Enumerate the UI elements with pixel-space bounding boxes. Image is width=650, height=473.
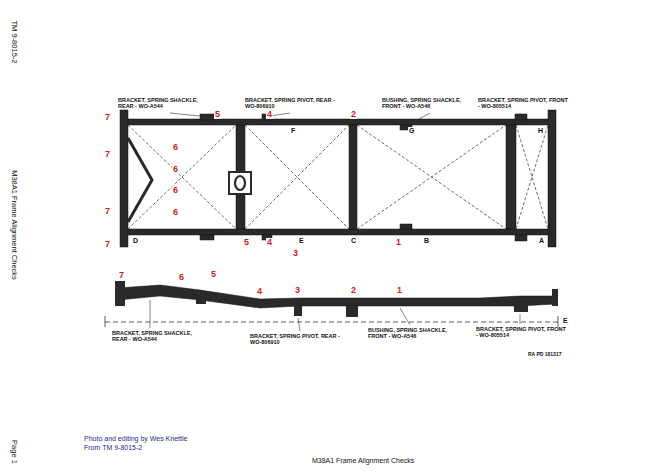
drawing-code: RA PD 181317	[528, 352, 561, 357]
frame-member	[200, 114, 214, 120]
dashed-diagonal	[516, 125, 548, 229]
callout-number: 3	[294, 286, 301, 295]
credit-note: Photo and editing by Wes Knettle	[84, 435, 187, 443]
frame-member	[515, 235, 527, 241]
frame-member	[515, 114, 527, 120]
callout-number: 7	[104, 207, 111, 216]
dashed-diagonal	[357, 125, 506, 229]
callout-number: 5	[214, 110, 221, 119]
part-label: BRACKET, SPRING PIVOT, FRONT - WO-805514	[478, 97, 568, 110]
side-bracket	[514, 300, 528, 312]
station-letter: G	[408, 127, 415, 134]
callout-number: 2	[350, 110, 357, 119]
callout-number: 7	[104, 150, 111, 159]
frame-side-view	[118, 285, 556, 308]
leader-line	[400, 308, 410, 325]
callout-number: 1	[395, 238, 402, 247]
part-label: BRACKET, SPRING PIVOT, REAR - WO-806910	[245, 97, 335, 110]
leader-line	[170, 113, 200, 116]
side-bracket	[196, 296, 206, 304]
dashed-diagonal	[245, 125, 349, 229]
callout-number: 2	[350, 286, 357, 295]
dashed-diagonal	[128, 125, 236, 229]
callout-number: 6	[178, 273, 185, 282]
callout-number: 7	[118, 271, 125, 280]
station-letter: A	[538, 237, 545, 244]
leader-line	[520, 314, 521, 324]
station-letter: B	[423, 237, 430, 244]
credit-note: From TM 9-8015-2	[84, 444, 142, 452]
station-letter: C	[350, 237, 357, 244]
callout-number: 4	[256, 287, 263, 296]
callout-number: 5	[210, 270, 217, 279]
footer-title: M38A1 Frame Alignment Checks	[312, 457, 414, 464]
callout-number: 1	[396, 286, 403, 295]
leader-lines	[150, 113, 520, 331]
part-label: BUSHING, SPRING SHACKLE, FRONT - WO-A546	[368, 327, 463, 340]
callout-number: 4	[266, 110, 273, 119]
callout-number: 4	[266, 238, 273, 247]
station-letter: E	[562, 317, 569, 324]
frame-member	[400, 224, 412, 229]
frame-member	[125, 119, 555, 125]
leader-line	[298, 318, 300, 331]
frame-member	[349, 125, 357, 229]
callout-number: 6	[172, 165, 179, 174]
part-label: BRACKET, SPRING SHACKLE, REAR - WO-A544	[118, 97, 213, 110]
part-label: BUSHING, SPRING SHACKLE, FRONT - WO-A546	[382, 97, 477, 110]
dashed-diagonal	[128, 125, 236, 229]
callout-number: 6	[172, 143, 179, 152]
part-label: BRACKET, SPRING PIVOT, FRONT - WO-805514	[476, 326, 566, 339]
callout-number: 7	[104, 240, 111, 249]
reference-line	[105, 322, 558, 323]
margin-text: Page 1	[10, 440, 18, 464]
leader-line	[520, 113, 521, 116]
part-label: BRACKET, SPRING SHACKLE, REAR - WO-A544	[112, 330, 207, 343]
frame-member	[236, 125, 245, 229]
diagonal-checks	[128, 125, 548, 229]
side-brackets	[115, 281, 558, 317]
side-bracket	[346, 306, 358, 317]
margin-text: TM 9-8015-2	[10, 21, 18, 64]
center-plate	[229, 172, 251, 194]
part-label: BRACKET, SPRING PIVOT, REAR - WO-806910	[250, 333, 340, 346]
dashed-diagonal	[516, 125, 548, 229]
callout-number: 6	[172, 208, 179, 217]
callout-number: 5	[243, 238, 250, 247]
side-bracket	[115, 281, 125, 306]
margin-text: M38A1 Frame Alignment Checks	[10, 170, 18, 280]
station-letter: H	[537, 127, 544, 134]
station-letter: F	[290, 127, 296, 134]
callout-number: 6	[172, 186, 179, 195]
frame-member	[125, 229, 555, 235]
dashed-diagonal	[357, 125, 506, 229]
rear-gusset	[128, 138, 152, 222]
frame-member	[506, 125, 516, 229]
leader-line	[150, 300, 151, 328]
reference-tick	[558, 316, 559, 327]
frame-member	[120, 110, 128, 247]
dashed-diagonal	[245, 125, 349, 229]
station-letter: D	[132, 237, 139, 244]
side-bracket	[294, 306, 302, 316]
callout-number: 7	[104, 113, 111, 122]
center-plate-ring	[235, 176, 245, 190]
callout-number: 3	[292, 249, 299, 258]
station-letter: E	[298, 237, 305, 244]
frame-member	[200, 235, 214, 240]
frame-top-view	[120, 110, 556, 247]
leader-line	[410, 113, 430, 124]
side-bracket	[552, 289, 558, 306]
frame-member	[548, 110, 556, 247]
reference-tick	[105, 316, 106, 327]
